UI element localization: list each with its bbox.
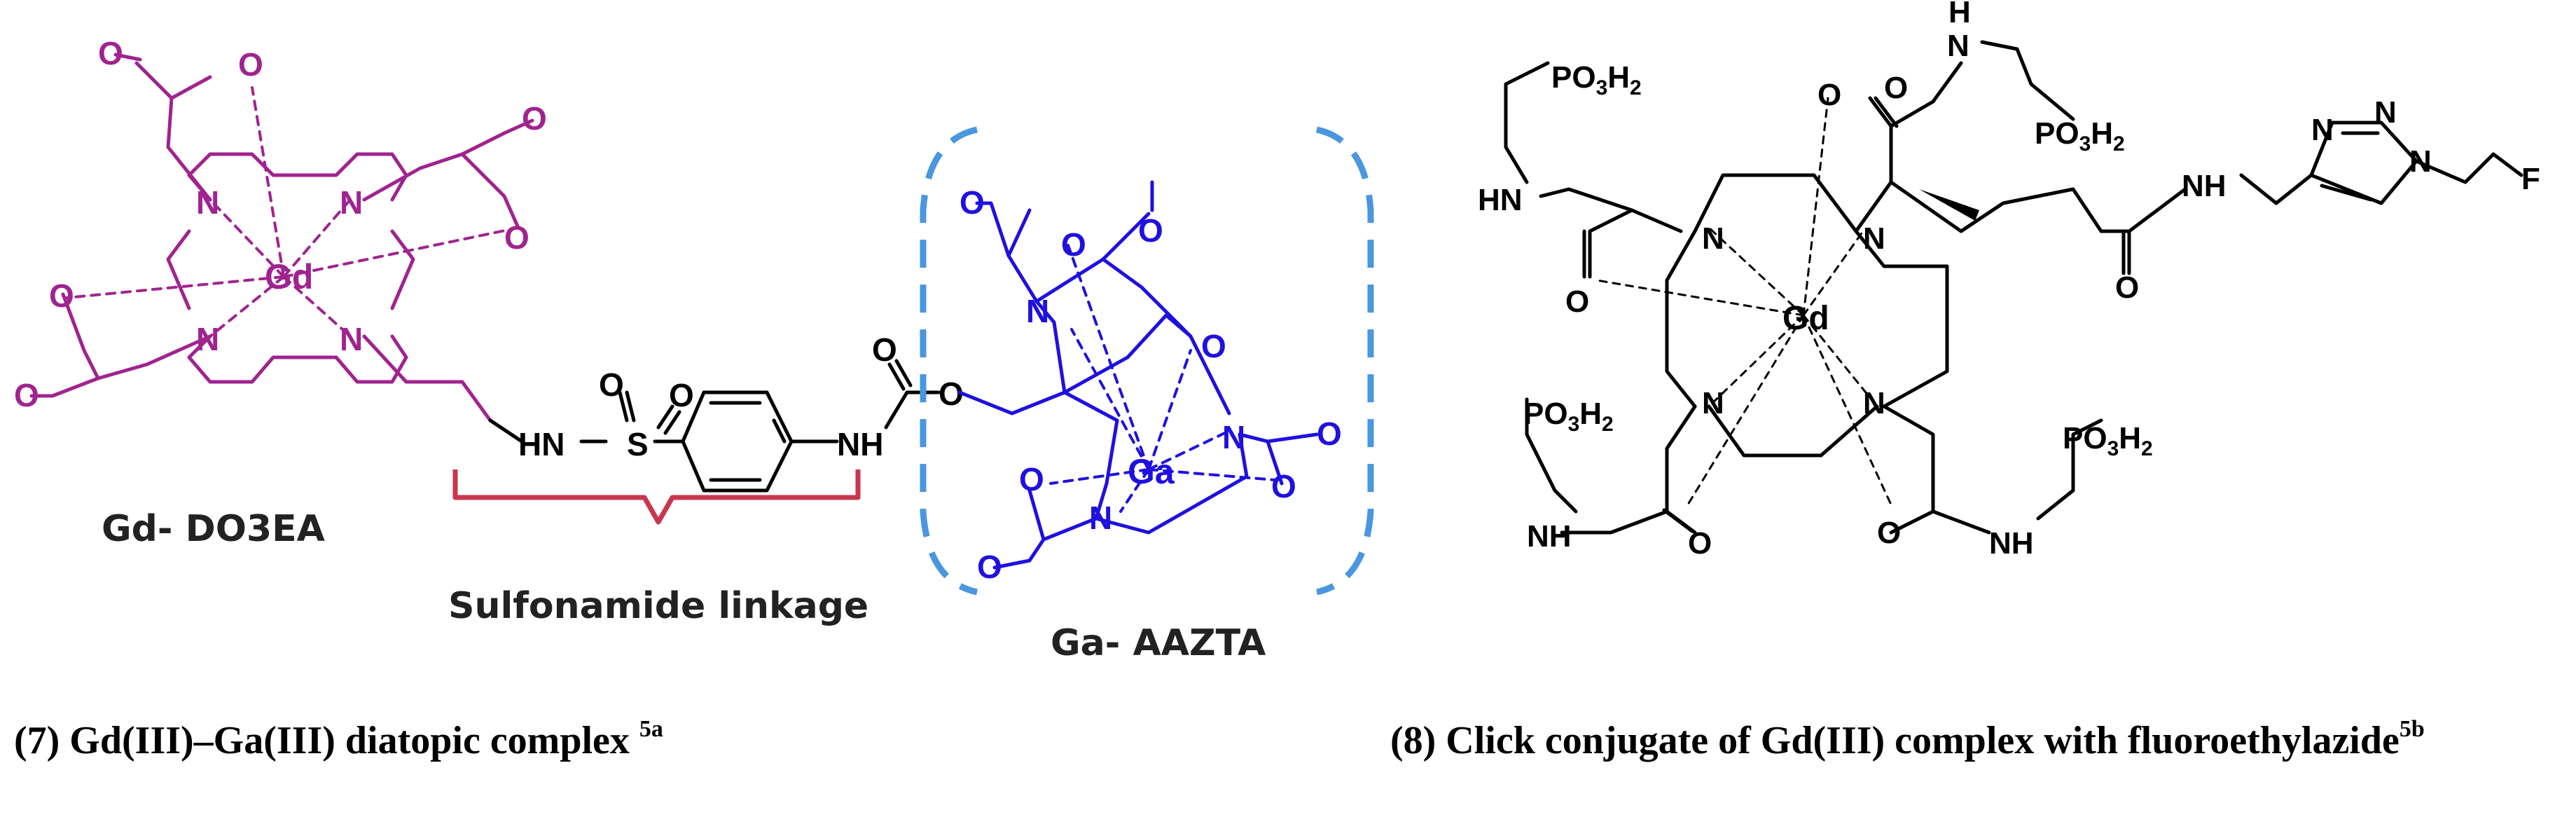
atom-n: N — [1026, 293, 1049, 329]
atom-n: N — [2374, 95, 2397, 130]
atom-n: N — [2311, 113, 2334, 147]
gd-metal-center: Gd — [265, 257, 313, 296]
atom-o: O — [960, 184, 985, 221]
atom-n: N — [1222, 419, 1245, 455]
label-gd-do3ea: Gd- DO3EA — [102, 508, 325, 550]
atom-o: O — [1688, 526, 1712, 561]
caption-7-text: (7) Gd(III)–Ga(III) diatopic complex — [14, 719, 639, 762]
atom-o: O — [2115, 270, 2139, 305]
atom-o: O — [1201, 328, 1226, 364]
wedge-bond — [1919, 189, 1979, 221]
po3h2-label: PO3H2 — [2035, 116, 2125, 156]
atom-o: O — [522, 100, 547, 137]
po3h2-label: PO3H2 — [1551, 60, 1642, 99]
atom-f: F — [2521, 162, 2540, 196]
atom-o: O — [872, 331, 897, 368]
po3h2-label: PO3H2 — [1523, 397, 1614, 436]
atom-n: N — [1863, 221, 1885, 256]
label-ga-aazta: Ga- AAZTA — [1051, 622, 1266, 664]
atom-hn: HN — [518, 426, 565, 462]
atom-o: O — [599, 366, 624, 403]
sulfonamide-linker — [488, 359, 941, 493]
caption-8-ref: 5b — [2399, 716, 2425, 743]
atom-o: O — [98, 35, 123, 71]
linkage-bracket — [452, 469, 861, 525]
atom-o: O — [504, 219, 529, 256]
aazta-dashed-bracket-right — [1315, 126, 1374, 596]
atom-o: O — [1565, 284, 1589, 319]
atom-o: O — [669, 377, 694, 413]
caption-7-ref: 5a — [639, 716, 663, 743]
atom-s: S — [627, 426, 649, 462]
atom-o: O — [977, 549, 1002, 585]
caption-structure-8: (8) Click conjugate of Gd(III) complex w… — [1390, 715, 2560, 768]
atom-h: H — [1948, 0, 1971, 29]
atom-n: N — [2409, 144, 2432, 179]
atom-n: N — [1863, 386, 1885, 420]
po3h2-groups: PO3H2 PO3H2 PO3H2 PO3H2 — [1523, 60, 2153, 460]
atom-o: O — [1884, 71, 1908, 105]
atom-n: N — [1089, 500, 1112, 536]
ga-metal-center: Ga — [1128, 452, 1175, 491]
atom-o: O — [1061, 226, 1086, 263]
caption-structure-7: (7) Gd(III)–Ga(III) diatopic complex 5a — [14, 715, 663, 768]
atom-o: O — [1019, 461, 1044, 497]
atom-o: O — [1317, 416, 1342, 452]
atom-n: N — [196, 321, 219, 357]
ga-aazta-complex — [957, 180, 1319, 570]
atom-o: O — [14, 377, 39, 413]
atom-n: N — [340, 184, 363, 221]
atom-o: O — [1877, 516, 1901, 550]
atom-n: N — [340, 321, 363, 357]
atom-nh: NH — [1527, 519, 1572, 554]
gd-do3ea-complex — [29, 53, 534, 423]
gd-metal-center: Gd — [1782, 300, 1829, 337]
atom-o: O — [1817, 78, 1841, 112]
atom-nh: NH — [837, 426, 883, 462]
label-sulfonamide-linkage: Sulfonamide linkage — [448, 585, 868, 627]
atom-n: N — [1702, 221, 1724, 256]
atom-n: N — [1702, 386, 1724, 420]
atom-nh: NH — [2182, 169, 2227, 203]
atom-nh: NH — [1989, 526, 2034, 561]
caption-8-text: (8) Click conjugate of Gd(III) complex w… — [1390, 719, 2400, 762]
atom-hn: HN — [1478, 183, 1523, 217]
po3h2-label: PO3H2 — [2063, 421, 2153, 460]
atom-n: N — [196, 184, 219, 221]
atom-o: O — [49, 277, 74, 314]
atom-o: O — [1138, 212, 1163, 249]
atom-o: O — [238, 46, 263, 83]
atom-o: O — [1271, 468, 1296, 504]
gd-click-conjugate — [1504, 40, 2523, 535]
atom-n: N — [1947, 29, 1969, 63]
